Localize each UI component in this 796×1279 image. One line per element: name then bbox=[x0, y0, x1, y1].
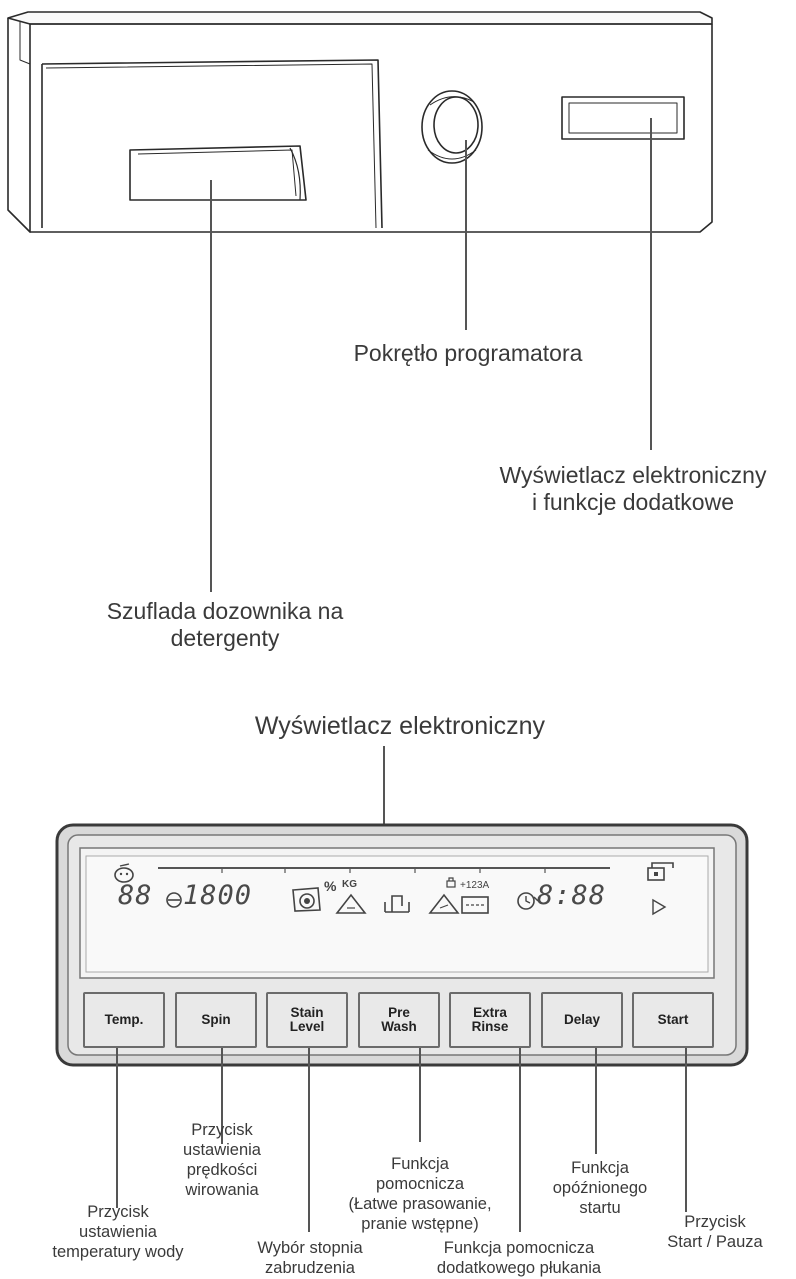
extra-rinse-icon bbox=[461, 896, 489, 914]
extra-rinse-button[interactable]: Extra Rinse bbox=[449, 992, 531, 1048]
stain-level-icon bbox=[335, 893, 367, 914]
stain-description: Wybór stopnia zabrudzenia bbox=[257, 1239, 363, 1278]
display-title: Wyświetlacz elektroniczny bbox=[254, 712, 546, 740]
door-lock-icon bbox=[647, 862, 674, 881]
display-leader-line bbox=[650, 330, 652, 450]
display-label-line2: i funkcje dodatkowe bbox=[531, 489, 734, 515]
delay-description: Funkcja opóźnionego startu bbox=[552, 1159, 648, 1218]
temperature-description: Przycisk ustawienia temperatury wody bbox=[52, 1203, 184, 1262]
spin-button[interactable]: Spin bbox=[175, 992, 257, 1048]
drawer-leader-line bbox=[210, 330, 212, 592]
spin-readout: 1800 bbox=[183, 880, 253, 911]
start-description: Przycisk Start / Pauza bbox=[667, 1213, 763, 1252]
percent-indicator: % bbox=[324, 878, 337, 894]
prewash-description: Funkcja pomocnicza (Łatwe prasowanie, pr… bbox=[348, 1155, 492, 1234]
temperature-readout: 88 bbox=[118, 880, 153, 911]
temp-button[interactable]: Temp. bbox=[83, 992, 165, 1048]
start-button[interactable]: Start bbox=[632, 992, 714, 1048]
machine-panel-drawing bbox=[7, 11, 713, 330]
weight-sensor-icon bbox=[292, 887, 321, 912]
prewash-icon bbox=[428, 893, 460, 914]
delay-button[interactable]: Delay bbox=[541, 992, 623, 1048]
programmer-knob-label: Pokrętło programatora bbox=[353, 340, 583, 366]
delay-clock-icon bbox=[517, 892, 539, 910]
drawer-label-line2: detergenty bbox=[170, 625, 280, 651]
child-lock-icon bbox=[114, 863, 134, 883]
stain-level-button[interactable]: Stain Level bbox=[266, 992, 348, 1048]
spin-indicator-icon bbox=[166, 892, 182, 908]
display-title-leader bbox=[383, 746, 385, 858]
small-lock-icon bbox=[446, 877, 456, 888]
prewash-button[interactable]: Pre Wash bbox=[358, 992, 440, 1048]
drawer-label-line1: Szuflada dozownika na bbox=[106, 598, 344, 624]
time-readout: 8:88 bbox=[537, 880, 607, 911]
display-label-line1: Wyświetlacz elektroniczny bbox=[499, 462, 767, 488]
extra-rinse-description: Funkcja pomocnicza dodatkowego płukania bbox=[436, 1239, 602, 1278]
rinse-count-indicator: +123A bbox=[460, 880, 490, 891]
iron-icon bbox=[384, 895, 410, 913]
play-icon bbox=[652, 898, 667, 916]
spin-description: Przycisk ustawienia prędkości wirowania bbox=[183, 1121, 261, 1200]
kg-indicator: KG bbox=[342, 879, 357, 890]
